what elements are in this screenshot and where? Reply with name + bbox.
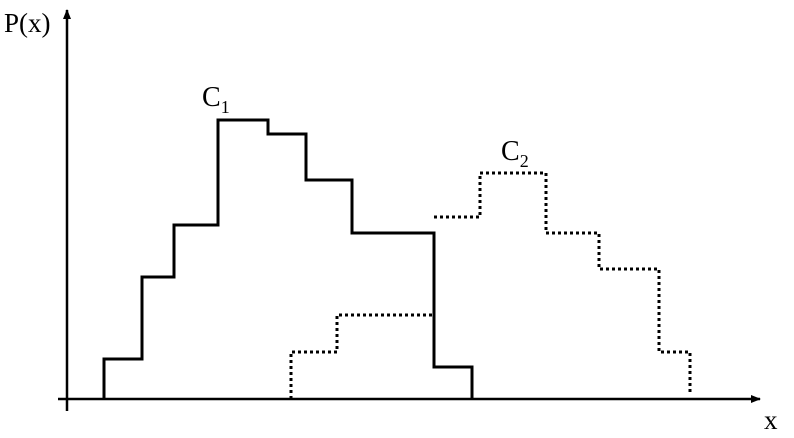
curve-c2-step-line xyxy=(289,313,434,399)
curve-c2-label-subscript: 2 xyxy=(520,151,529,171)
y-axis-label: P(x) xyxy=(4,8,51,38)
curve-c1-label-subscript: 1 xyxy=(221,97,230,117)
curve-c2-label: C2 xyxy=(501,136,529,171)
x-axis-label: x xyxy=(764,405,778,435)
curve-c1-step-line xyxy=(102,118,474,399)
curve-c1-label: C1 xyxy=(202,82,230,117)
curve-c2-step-line-right xyxy=(434,171,692,392)
